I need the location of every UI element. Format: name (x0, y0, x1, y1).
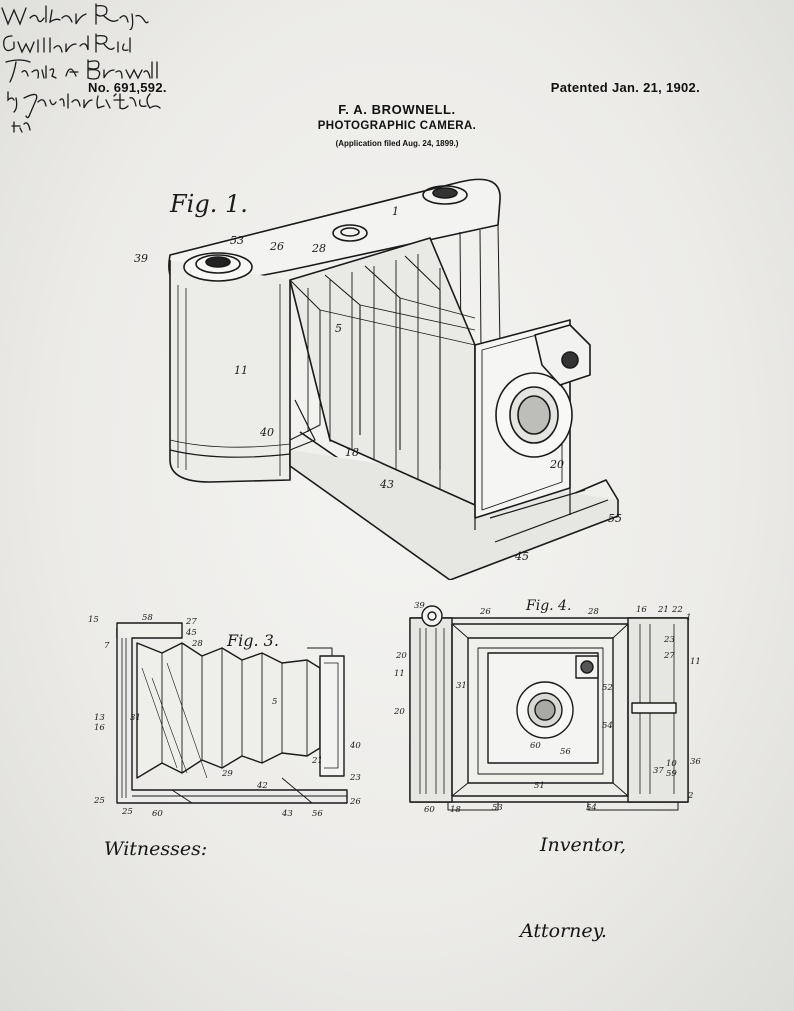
svg-text:59: 59 (666, 769, 677, 779)
svg-text:56: 56 (560, 747, 571, 757)
svg-text:31: 31 (456, 681, 467, 691)
inventor-signature (0, 56, 160, 86)
svg-text:60: 60 (530, 741, 541, 751)
svg-text:22: 22 (671, 605, 683, 615)
svg-text:18: 18 (450, 805, 461, 815)
svg-text:2: 2 (687, 791, 693, 801)
svg-text:25: 25 (93, 796, 105, 806)
svg-text:21: 21 (657, 605, 669, 615)
svg-text:42: 42 (256, 781, 268, 791)
svg-text:23: 23 (663, 635, 675, 645)
svg-text:56: 56 (312, 809, 323, 819)
svg-text:31: 31 (130, 713, 141, 723)
svg-text:52: 52 (602, 683, 613, 693)
witness-signature-2 (0, 30, 135, 56)
svg-text:43: 43 (281, 809, 293, 819)
svg-text:7: 7 (104, 641, 110, 651)
svg-text:16: 16 (636, 605, 647, 615)
svg-text:53: 53 (230, 234, 244, 247)
patent-number: No. 691,592. (88, 80, 167, 95)
svg-text:20: 20 (549, 458, 564, 471)
svg-text:54: 54 (586, 803, 597, 813)
svg-text:39: 39 (414, 601, 425, 611)
attorney-signature (0, 86, 165, 134)
svg-text:10: 10 (666, 759, 677, 769)
svg-text:29: 29 (221, 769, 233, 779)
svg-text:45: 45 (185, 628, 197, 638)
svg-text:55: 55 (608, 512, 622, 525)
svg-text:40: 40 (259, 426, 274, 439)
svg-text:27: 27 (185, 617, 197, 627)
figure-1-label: Fig. 1. (169, 190, 248, 218)
svg-text:28: 28 (587, 607, 599, 617)
svg-text:60: 60 (424, 805, 435, 815)
svg-text:26: 26 (479, 607, 491, 617)
svg-text:58: 58 (142, 613, 153, 623)
svg-text:5: 5 (272, 697, 277, 707)
attorney-heading: Attorney. (520, 920, 607, 942)
svg-text:26: 26 (269, 240, 284, 253)
svg-text:25: 25 (121, 807, 133, 817)
svg-text:13: 13 (94, 713, 105, 723)
svg-text:40: 40 (349, 741, 361, 751)
svg-text:45: 45 (514, 550, 529, 563)
svg-text:23: 23 (349, 773, 361, 783)
svg-text:20: 20 (393, 707, 405, 717)
svg-text:11: 11 (234, 364, 248, 377)
svg-text:20: 20 (395, 651, 407, 661)
figure-3-label: Fig. 3. (226, 631, 279, 650)
svg-text:1: 1 (686, 613, 691, 623)
svg-text:15: 15 (88, 615, 99, 625)
svg-text:21: 21 (311, 756, 323, 766)
svg-text:51: 51 (534, 781, 545, 791)
svg-text:28: 28 (191, 639, 203, 649)
witness-signature-1 (0, 0, 150, 30)
svg-text:53: 53 (492, 803, 503, 813)
svg-text:16: 16 (94, 723, 105, 733)
svg-text:43: 43 (379, 478, 394, 491)
svg-text:27: 27 (663, 651, 675, 661)
svg-text:28: 28 (311, 242, 326, 255)
svg-text:36: 36 (690, 757, 701, 767)
patent-date: Patented Jan. 21, 1902. (550, 80, 700, 95)
witnesses-heading: Witnesses: (104, 838, 208, 860)
inventor-heading: Inventor, (540, 834, 627, 856)
inventor-name: F. A. BROWNELL. (338, 102, 456, 117)
svg-text:1: 1 (392, 205, 399, 218)
svg-text:11: 11 (394, 669, 405, 679)
svg-text:18: 18 (345, 446, 359, 459)
invention-title: PHOTOGRAPHIC CAMERA. (317, 120, 477, 132)
svg-text:37: 37 (653, 766, 664, 776)
figure-4-front-view: Fig. 4. 39 (388, 598, 714, 820)
svg-text:39: 39 (134, 252, 148, 265)
svg-text:54: 54 (602, 721, 613, 731)
figure-1-camera-perspective: Fig. 1. (130, 170, 630, 580)
svg-text:5: 5 (335, 322, 342, 335)
figure-3-side-section: Fig. 3. 15 58 27 45 28 7 13 16 (82, 608, 372, 823)
figure-4-label: Fig. 4. (525, 598, 571, 614)
svg-text:60: 60 (152, 809, 163, 819)
application-note: (Application filed Aug. 24, 1899.) (335, 139, 459, 148)
svg-text:26: 26 (349, 797, 361, 807)
svg-text:11: 11 (690, 657, 701, 667)
